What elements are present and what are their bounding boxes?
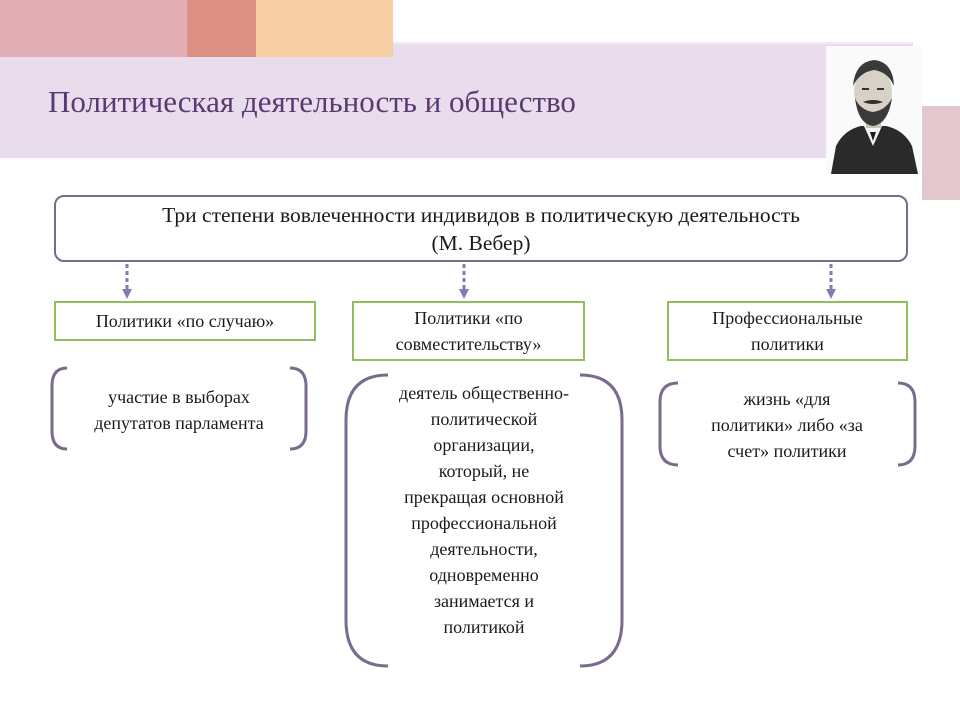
- category-label: совместительству»: [395, 334, 542, 354]
- header-band: [0, 44, 913, 158]
- accent-block-peach: [256, 0, 393, 57]
- description-line: депутатов парламента: [94, 413, 264, 433]
- category-box-professional: Профессиональные политики: [667, 301, 908, 361]
- top-box-text-line-1: Три степени вовлеченности индивидов в по…: [162, 202, 800, 227]
- description-line: участие в выборах: [108, 387, 250, 407]
- description-line: деятельности,: [430, 539, 538, 559]
- arrow-down-icon: [826, 264, 836, 299]
- slide-title: Политическая деятельность и общество: [48, 84, 576, 119]
- description-line: прекращая основной: [404, 487, 564, 507]
- bracket-shape: [658, 381, 917, 467]
- description-line: жизнь «для: [743, 389, 831, 409]
- category-label: Политики «по случаю»: [95, 311, 275, 331]
- description-line: деятель общественно-: [399, 383, 569, 403]
- description-line: организации,: [433, 435, 535, 455]
- description-part-time: деятель общественно- политической органи…: [354, 380, 614, 640]
- top-box-text-line-2: (М. Вебер): [431, 230, 531, 255]
- category-label: Профессиональные: [712, 308, 863, 328]
- description-line: счет» политики: [727, 441, 847, 461]
- description-occasional: участие в выборах депутатов парламента: [56, 384, 302, 436]
- description-professional: жизнь «для политики» либо «за счет» поли…: [666, 386, 908, 464]
- description-line: который, не: [438, 461, 530, 481]
- side-block-pink: [922, 106, 960, 200]
- description-line: одновременно: [429, 565, 539, 585]
- description-line: политики» либо «за: [711, 415, 863, 435]
- accent-block-salmon: [187, 0, 256, 57]
- portrait-photo: [826, 46, 921, 174]
- header-line: [0, 42, 913, 44]
- description-line: политической: [430, 409, 538, 429]
- arrow-down-icon: [122, 264, 132, 299]
- bracket-shape: [344, 373, 624, 668]
- bracket-shape: [50, 366, 308, 451]
- accent-block-pink: [0, 0, 187, 57]
- category-box-part-time: Политики «по совместительству»: [352, 301, 585, 361]
- category-label: Политики «по: [414, 308, 523, 328]
- category-label: политики: [751, 334, 824, 354]
- description-line: занимается и: [433, 591, 535, 611]
- category-box-occasional: Политики «по случаю»: [54, 301, 316, 341]
- description-line: профессиональной: [411, 513, 557, 533]
- top-box: Три степени вовлеченности индивидов в по…: [54, 195, 908, 262]
- arrow-down-icon: [459, 264, 469, 299]
- description-line: политикой: [443, 617, 525, 637]
